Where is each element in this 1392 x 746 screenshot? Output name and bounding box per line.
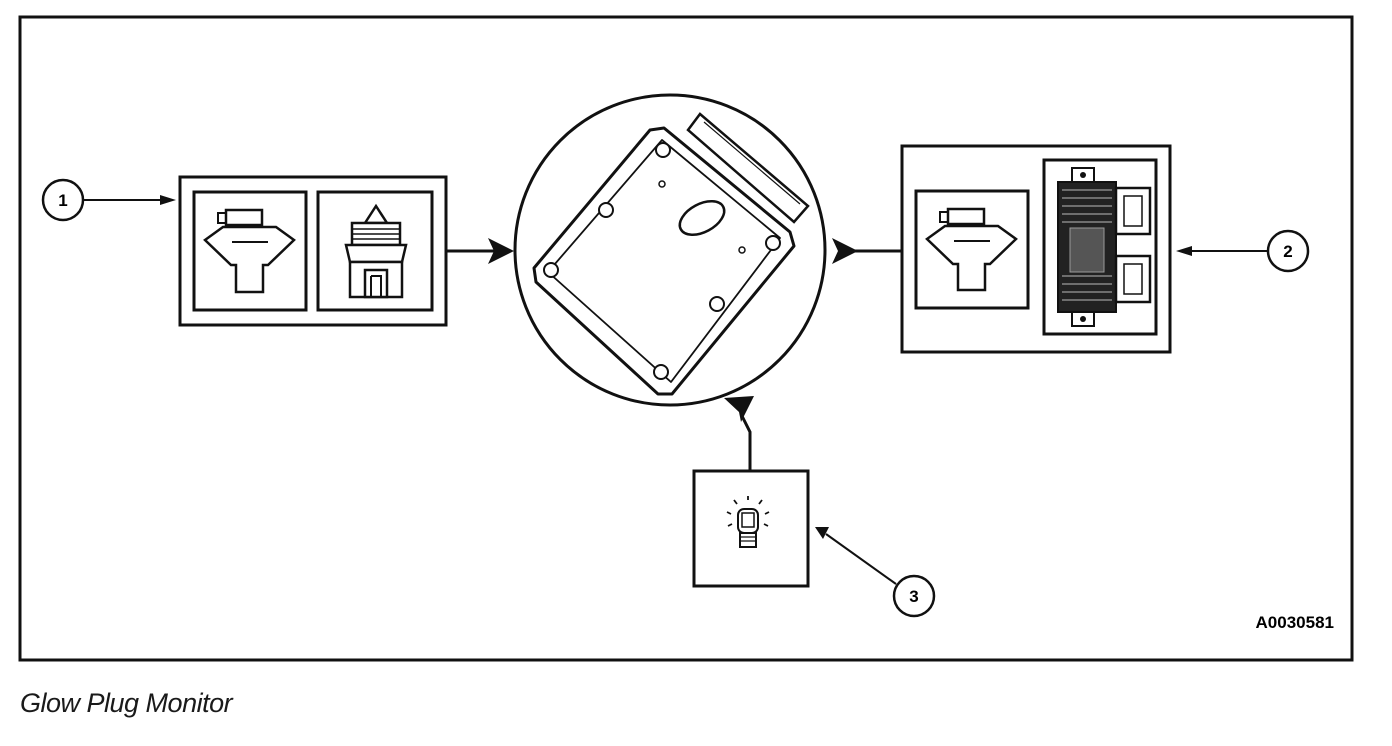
reference-code: A0030581 xyxy=(1256,613,1334,632)
signal-arrow-output xyxy=(832,238,902,264)
sensor-connector-icon xyxy=(316,190,434,312)
svg-text:1: 1 xyxy=(58,191,67,210)
callout-2: 2 xyxy=(1176,229,1310,273)
glow-plug-icon xyxy=(914,189,1030,310)
glow-plug-relay-icon xyxy=(1042,158,1158,336)
output-box xyxy=(900,144,1172,354)
figure-caption: Glow Plug Monitor xyxy=(20,688,233,718)
svg-text:2: 2 xyxy=(1283,242,1292,261)
signal-arrow-lamp xyxy=(724,396,754,470)
signal-arrow-input xyxy=(446,238,514,264)
lamp-box xyxy=(692,469,810,588)
input-box xyxy=(178,175,448,327)
svg-text:3: 3 xyxy=(909,587,918,606)
callout-1: 1 xyxy=(41,178,176,222)
glow-plug-icon xyxy=(192,190,308,312)
pcm-module-icon xyxy=(513,93,827,407)
indicator-lamp-icon xyxy=(726,496,770,548)
callout-3: 3 xyxy=(815,527,936,618)
